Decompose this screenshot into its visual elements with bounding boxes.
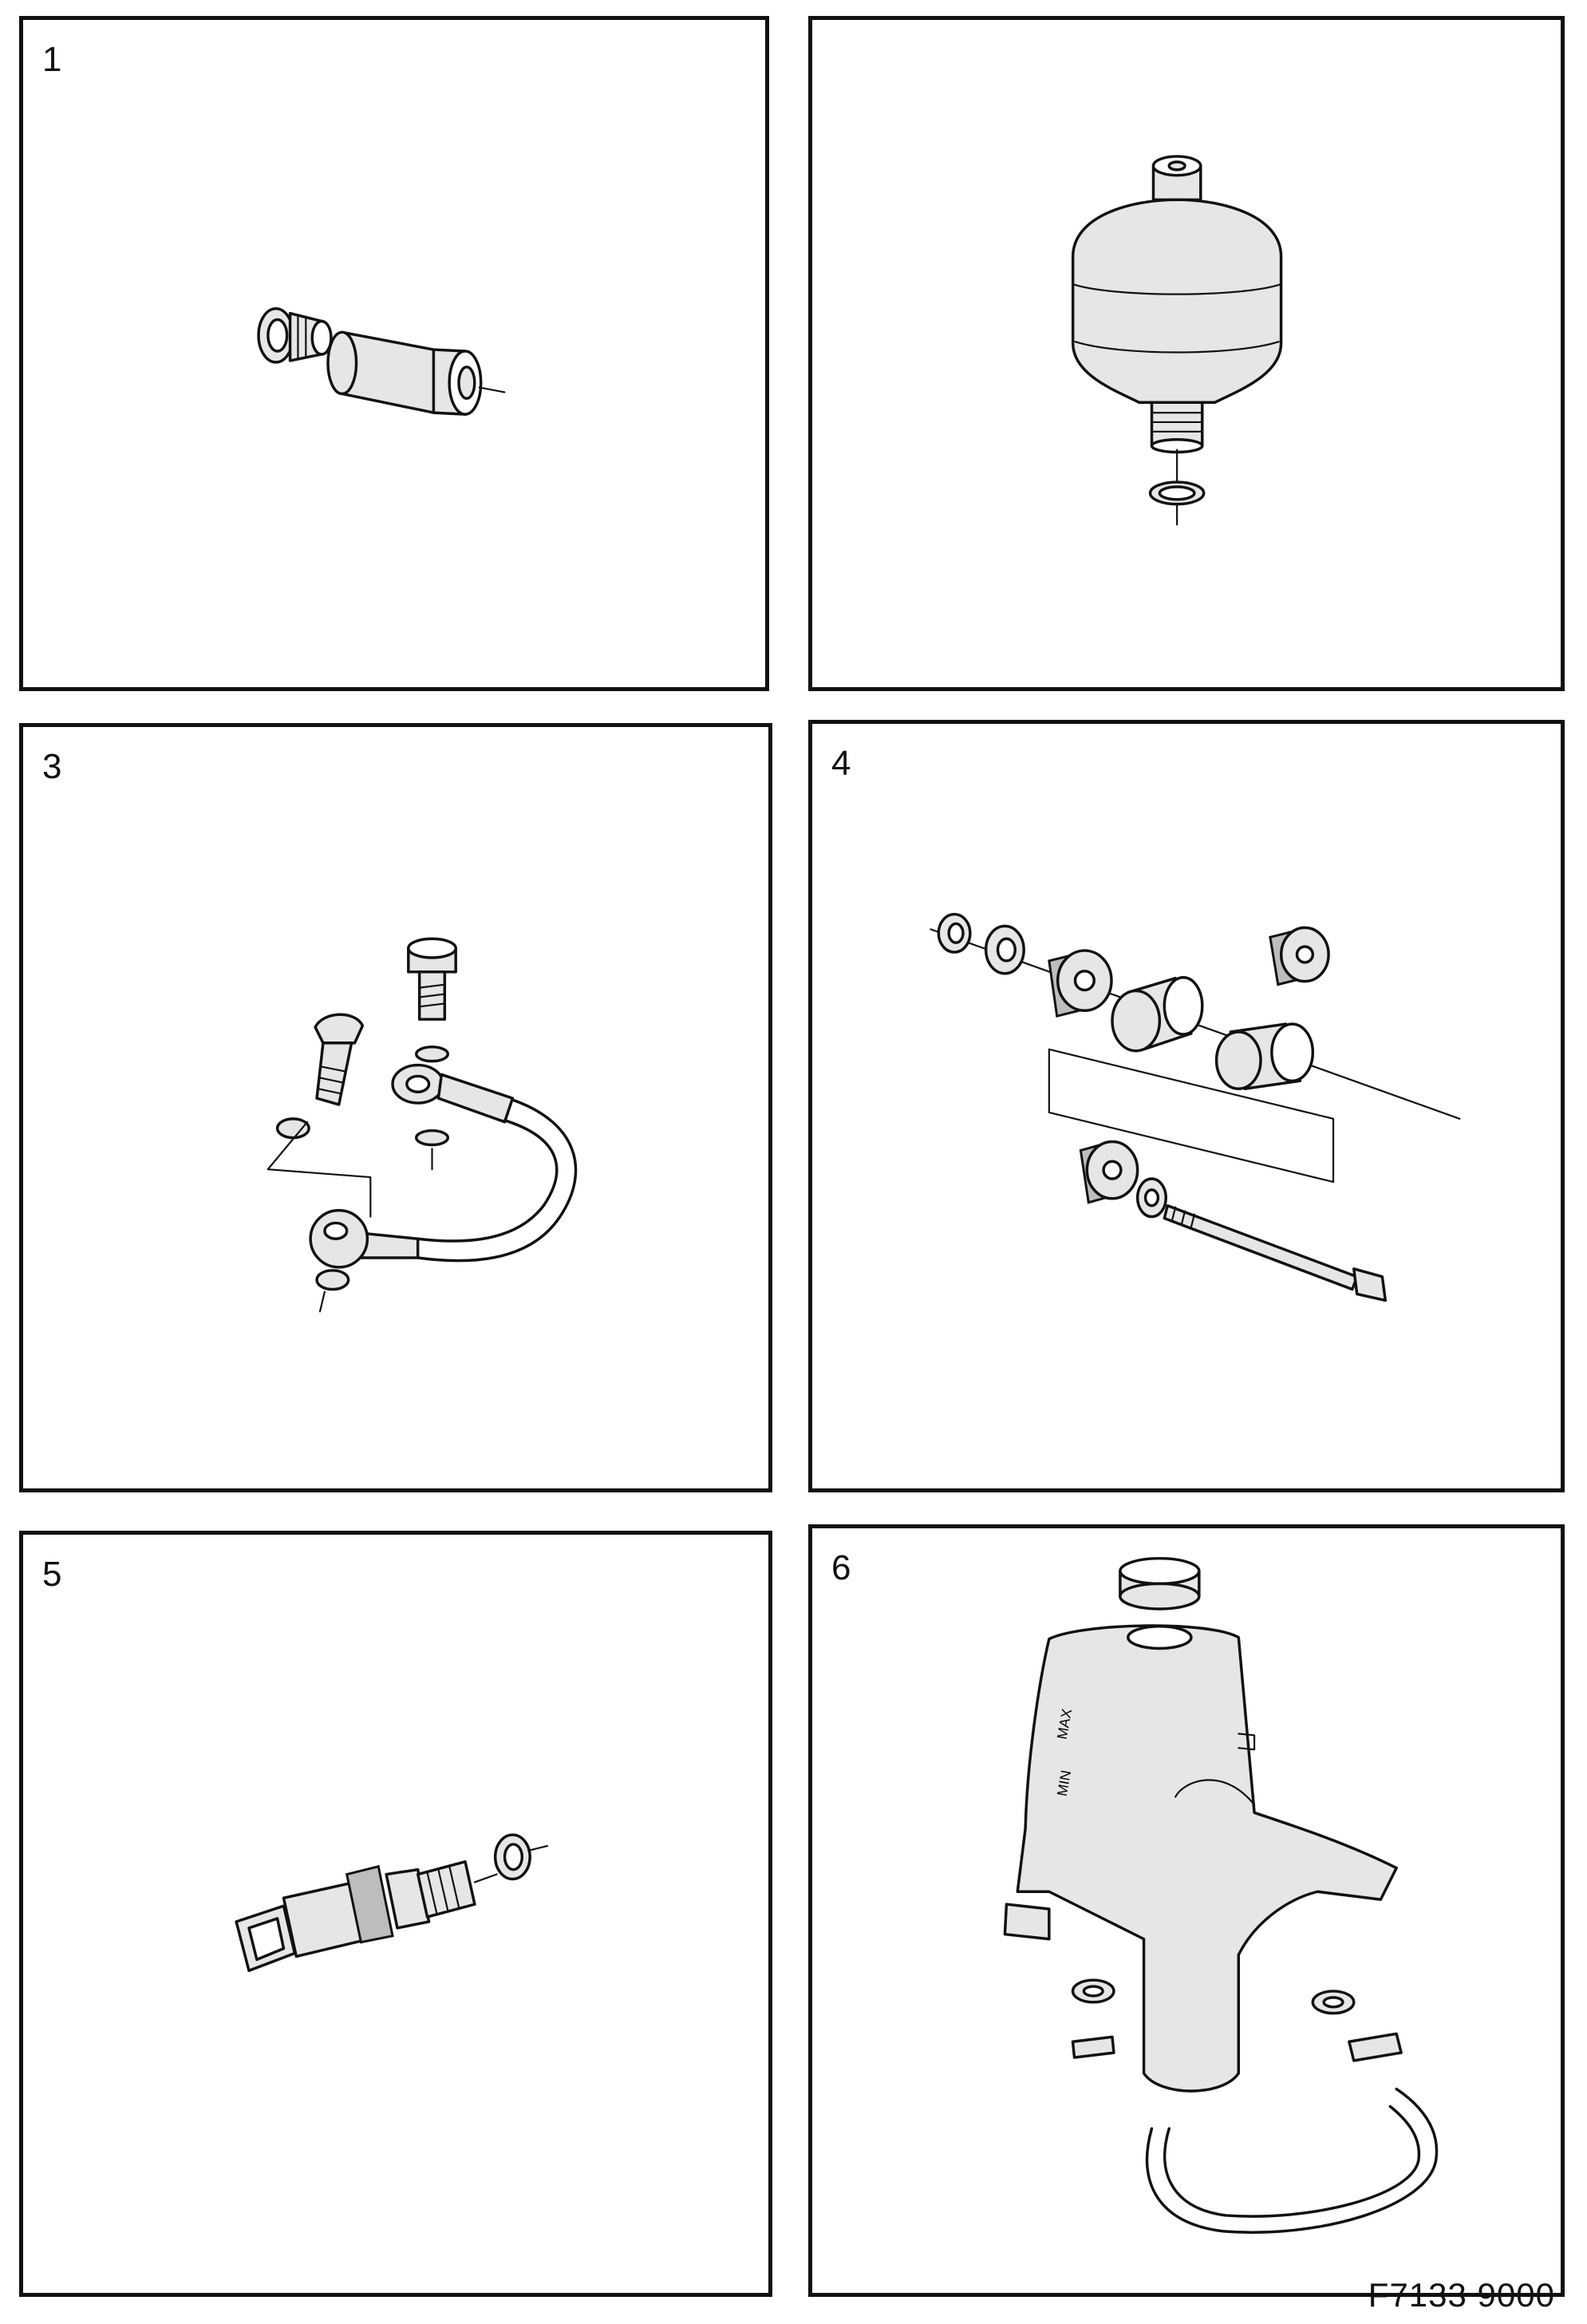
seal-ring: [257, 306, 295, 364]
panel-5: 5: [19, 1531, 772, 2297]
bracket-plate: [1048, 1048, 1335, 1184]
reservoir-body: [1016, 1624, 1398, 2093]
long-bolt: [1163, 1204, 1388, 1302]
banjo-bolt-upper: [407, 937, 457, 1021]
reservoir-return-hose: [1145, 2087, 1439, 2234]
bushing-sleeve: [1111, 975, 1204, 1053]
accumulator-sphere: [1071, 198, 1283, 404]
panel-3: 3: [19, 723, 772, 1492]
reservoir-cap: [1119, 1556, 1201, 1611]
sensor-connector: [235, 1904, 297, 1972]
bushing-washer: [937, 912, 972, 954]
reservoir-grommet: [1071, 1978, 1115, 2004]
panel-number: 4: [831, 744, 851, 783]
fluid-reservoir-illustration: MAX MIN: [1003, 1556, 1439, 2234]
panel-number: 1: [42, 40, 62, 79]
accumulator-o-ring: [1148, 480, 1206, 506]
reservoir-bolt: [1071, 2035, 1115, 2059]
banjo-bolt-left: [314, 1013, 365, 1106]
flat-washer: [1135, 1177, 1168, 1219]
pressure-accumulator-illustration: [1071, 155, 1283, 526]
union-and-seal-illustration: [257, 306, 506, 416]
washer: [275, 1117, 310, 1140]
panel-2: [808, 16, 1565, 691]
panel-1: 1: [19, 16, 769, 691]
reservoir-grommet: [1311, 1990, 1356, 2015]
washer: [414, 1045, 450, 1063]
sensor-body: [282, 1864, 431, 1958]
panel-number: 6: [831, 1548, 851, 1587]
rubber-bushing: [1269, 926, 1330, 986]
reservoir-side-connector: [1003, 1903, 1051, 1941]
bushing-sleeve: [1214, 1022, 1315, 1090]
panel-number: 3: [42, 747, 62, 786]
washer: [414, 1128, 450, 1147]
drawing-code: F7133 9000: [1368, 2276, 1555, 2314]
bushing-set-illustration: [930, 912, 1461, 1302]
union-sleeve: [326, 330, 483, 416]
banjo-hose: [309, 1063, 578, 1269]
accumulator-top-port: [1151, 155, 1202, 202]
panel-4: 4: [808, 720, 1565, 1492]
reservoir-hose-fitting: [1348, 2032, 1403, 2062]
panel-number: 5: [42, 1555, 62, 1594]
pressure-sensor-illustration: [235, 1833, 549, 1972]
banjo-hose-illustration: [266, 937, 578, 1313]
accumulator-thread: [1150, 401, 1204, 454]
threaded-stub: [288, 311, 333, 362]
washer: [315, 1269, 350, 1291]
rubber-bushing: [1079, 1140, 1139, 1204]
panel-6: 6 MAX MIN: [808, 1524, 1565, 2297]
rubber-bushing: [1048, 949, 1113, 1018]
dashed-guide: [266, 1120, 372, 1218]
sensor-o-ring: [493, 1833, 531, 1881]
bushing-washer: [984, 924, 1025, 975]
sensor-thread: [416, 1860, 476, 1919]
